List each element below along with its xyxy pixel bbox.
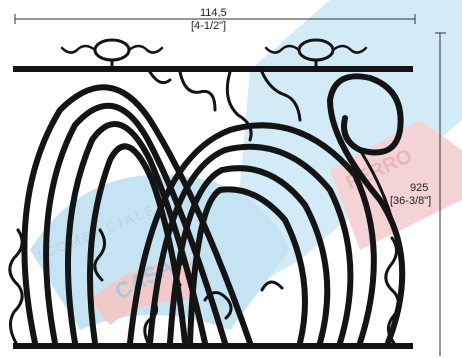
top-ornament-right [264, 38, 368, 68]
width-imperial-label: [4-1/2"] [191, 20, 227, 32]
top-ornament-left [60, 38, 164, 68]
left-side-wave [8, 228, 24, 345]
right-hook-inner [358, 148, 397, 232]
bottom-flame-3 [174, 260, 186, 287]
iron-railing [8, 38, 413, 349]
bottom-flame-1 [143, 298, 159, 345]
top-rail [13, 66, 413, 72]
width-metric-label: 114,5 [200, 7, 227, 19]
bottom-flame-2 [203, 291, 233, 320]
height-imperial-label: [36-3/8"] [390, 195, 432, 207]
center-wave-1 [178, 70, 217, 112]
loop-group-right [127, 122, 377, 346]
left-side-wave-2 [93, 228, 106, 282]
watermark-red-shape-2 [90, 261, 200, 325]
right-side-wave [384, 236, 400, 345]
dimension-lines [14, 14, 446, 356]
center-wave-3 [260, 70, 302, 122]
center-wave-4 [148, 70, 172, 85]
center-wave-2 [225, 70, 253, 142]
bottom-flame-4 [260, 280, 284, 292]
bottom-rail [13, 343, 413, 349]
height-metric-label: 925 [410, 182, 429, 194]
